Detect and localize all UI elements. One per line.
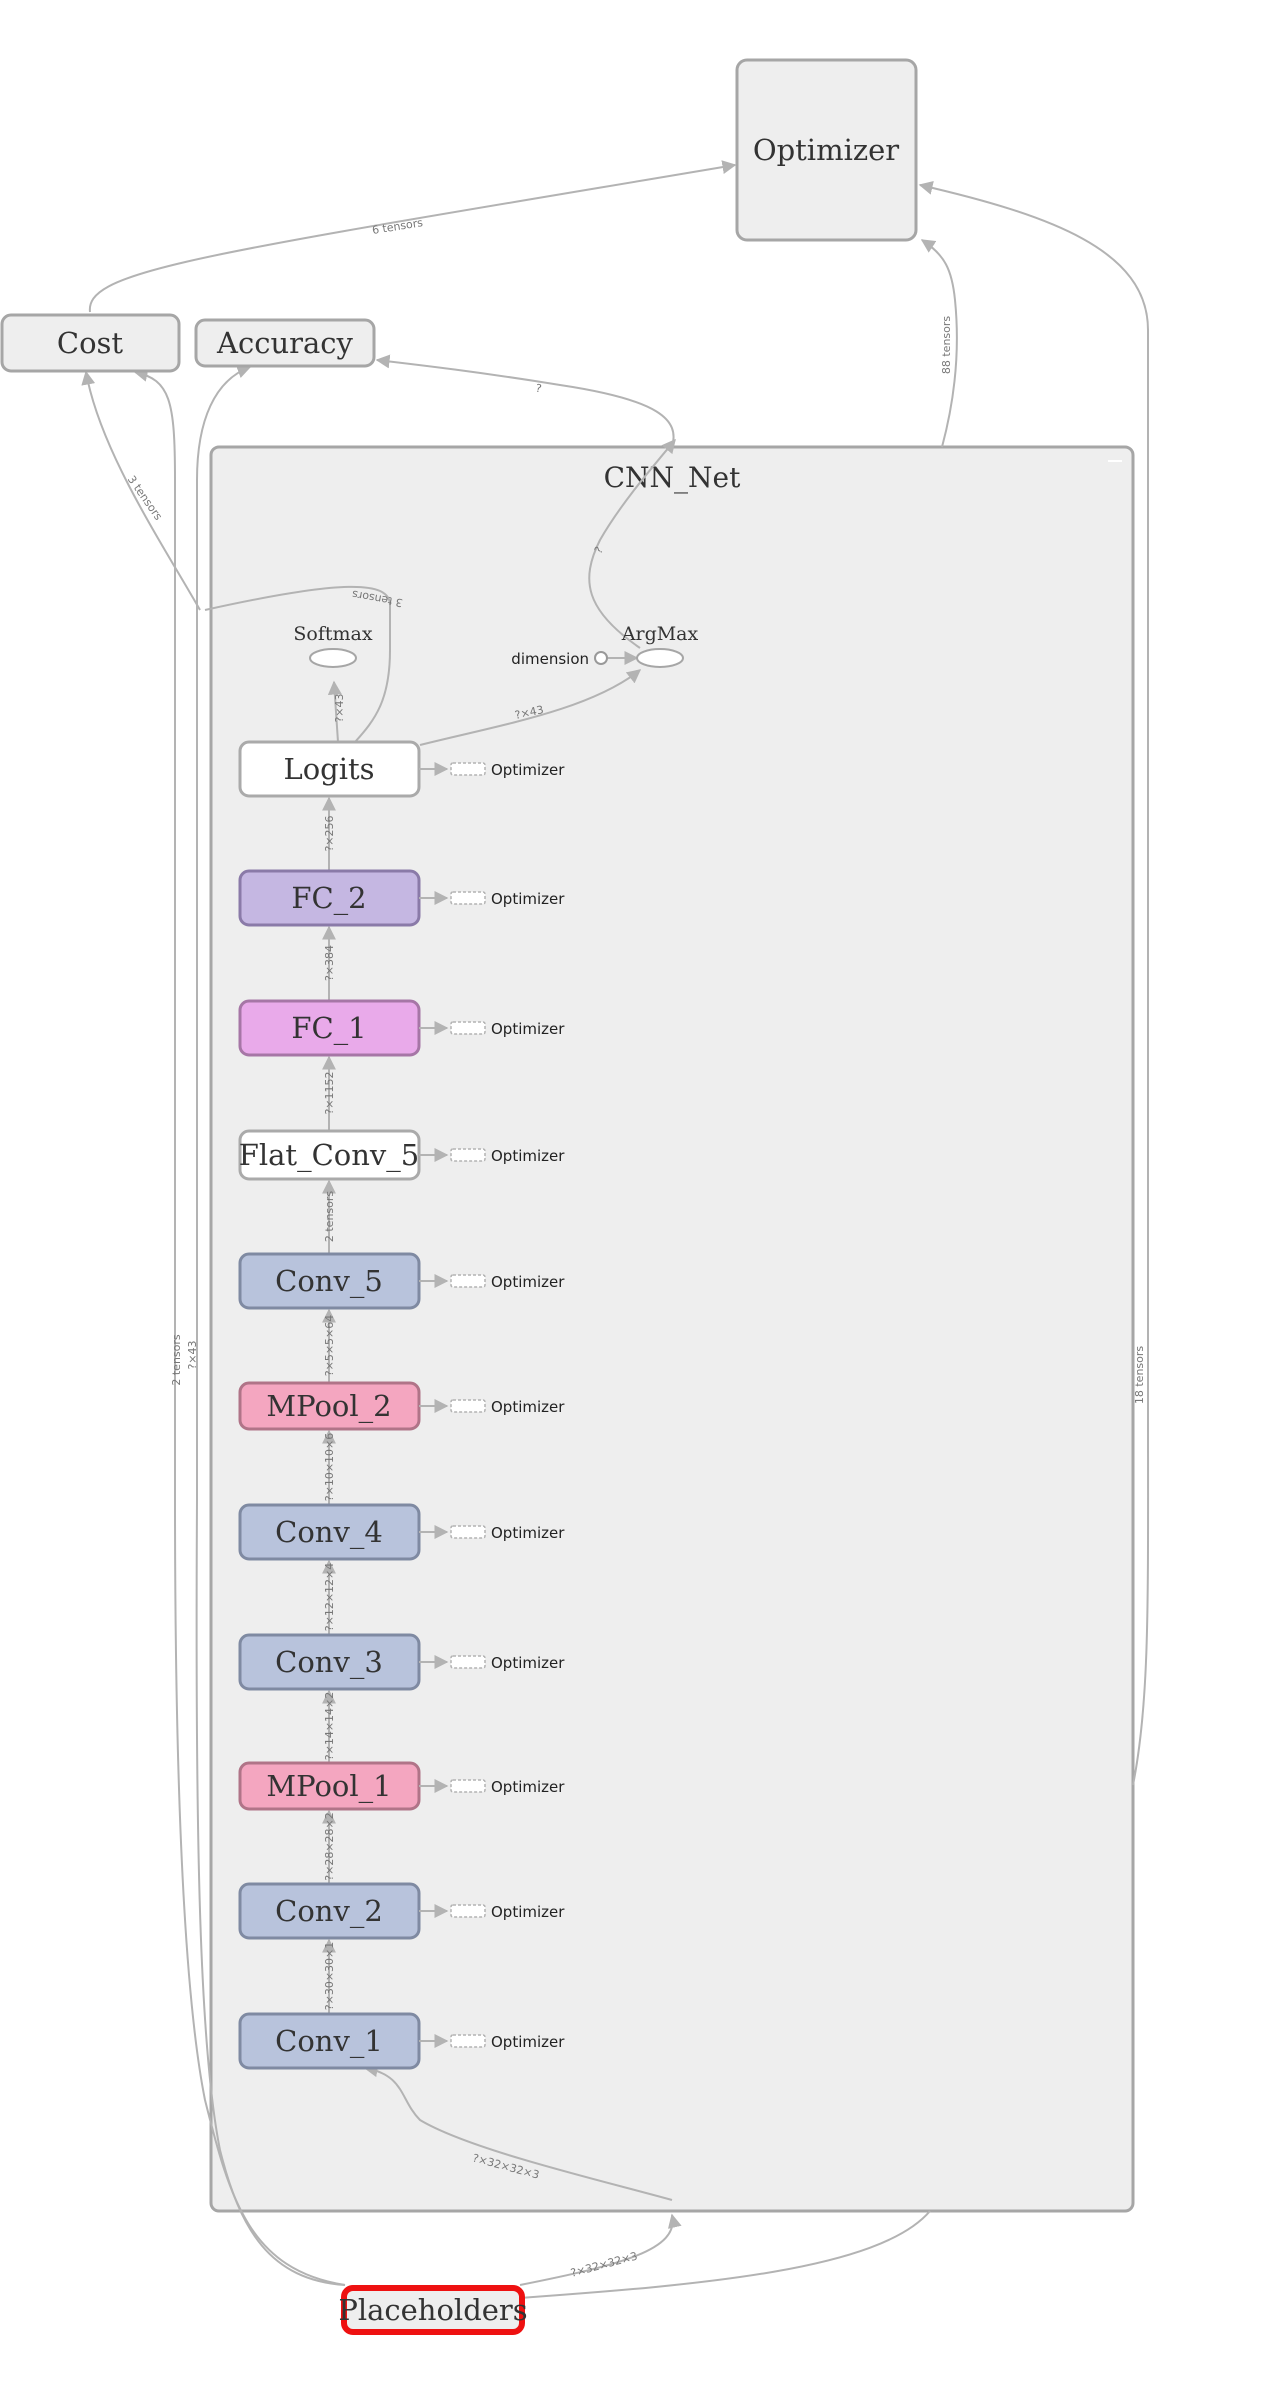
aux-optimizer-icon[interactable]	[450, 1904, 486, 1918]
layer-label: Conv_1	[275, 2024, 383, 2059]
aux-optimizer-icon[interactable]	[450, 2034, 486, 2048]
edge-label-cost-optimizer: 6 tensors	[371, 216, 424, 237]
cnn-net-group[interactable]: CNN_Net	[209, 445, 1135, 2213]
cost-label: Cost	[57, 326, 124, 360]
layer-label: MPool_1	[266, 1769, 391, 1804]
aux-optimizer-icon[interactable]	[450, 1779, 486, 1793]
edge-label-argmax-in: ?	[592, 544, 606, 556]
aux-optimizer-label: Optimizer	[491, 2033, 565, 2051]
aux-optimizer-icon[interactable]	[450, 1525, 486, 1539]
aux-optimizer-icon[interactable]	[450, 891, 486, 905]
layer-edges: ?×256 ?×384 ?×1152 2 tensors ?×5×5×64 ?×10×10…	[322, 796, 336, 2014]
layer-edge-label: ?×5×5×64	[323, 1315, 336, 1376]
layer-edge-label: ?×12×12×4	[323, 1563, 336, 1631]
edge-right-optimizer	[918, 181, 1150, 1786]
edge-label-accuracy: ?	[535, 382, 543, 396]
softmax-node[interactable]: Softmax	[293, 623, 373, 668]
edge-label-right-18: 18 tensors	[1133, 1346, 1146, 1405]
aux-optimizer-label: Optimizer	[491, 1524, 565, 1542]
layer-node-conv-3[interactable]: Conv_3 Optimizer	[238, 1633, 565, 1691]
layer-edge-label: ?×384	[323, 945, 336, 981]
placeholders-node[interactable]: Placeholders	[338, 2285, 528, 2335]
edge-cnn-optimizer	[920, 239, 958, 448]
dimension-node[interactable]: dimension	[511, 650, 608, 668]
layer-edge-label: ?×30×30×1	[323, 1942, 336, 2010]
edge-logits-argmax	[419, 669, 642, 746]
layer-label: FC_1	[291, 1011, 366, 1046]
aux-optimizer-label: Optimizer	[491, 1398, 565, 1416]
aux-optimizer-label: Optimizer	[491, 1903, 565, 1921]
dimension-label: dimension	[511, 650, 589, 668]
layer-node-fc-2[interactable]: FC_2 Optimizer	[238, 869, 565, 927]
layer-edge-label: ?×256	[323, 815, 336, 851]
edge-label-cnn-optimizer: 88 tensors	[940, 316, 953, 375]
edge-placeholders-net	[519, 2213, 682, 2286]
edge-label-left-43: ?×43	[186, 1340, 199, 1369]
aux-optimizer-icon[interactable]	[450, 1655, 486, 1669]
layer-edge-label: ?×14×14×2	[323, 1692, 336, 1760]
layer-edge-label: ?×28×28×2	[323, 1812, 336, 1880]
layer-edge-label: ?×10×10×6	[323, 1433, 336, 1501]
edge-to-cost	[81, 370, 201, 611]
dimension-constant-icon[interactable]	[594, 651, 608, 665]
layer-label: Flat_Conv_5	[239, 1138, 420, 1173]
aux-optimizer-label: Optimizer	[491, 1020, 565, 1038]
aux-optimizer-icon[interactable]	[450, 1148, 486, 1162]
softmax-label: Softmax	[293, 623, 372, 645]
edge-placeholders-right	[519, 2210, 931, 2299]
edge-label-placeholders-net: ?×32×32×3	[569, 2249, 639, 2279]
layer-edge-label: 2 tensors	[323, 1191, 336, 1243]
placeholders-label: Placeholders	[338, 2293, 527, 2327]
optimizer-label: Optimizer	[753, 133, 899, 167]
softmax-ellipse[interactable]	[309, 648, 357, 668]
layer-node-conv-1[interactable]: Conv_1 Optimizer	[238, 2012, 565, 2070]
accuracy-label: Accuracy	[216, 326, 353, 360]
layer-node-conv-4[interactable]: Conv_4 Optimizer	[238, 1503, 565, 1561]
layer-node-conv-2[interactable]: Conv_2 Optimizer	[238, 1882, 565, 1940]
edge-label-logits-softmax: ?×43	[333, 693, 346, 722]
edge-label-logits-argmax: ?×43	[514, 703, 545, 722]
layer-label: Conv_4	[275, 1515, 383, 1550]
aux-optimizer-label: Optimizer	[491, 1654, 565, 1672]
layer-node-logits[interactable]: Logits Optimizer	[238, 740, 565, 798]
argmax-node[interactable]: ArgMax	[621, 623, 699, 668]
cnn-net-title: CNN_Net	[604, 461, 741, 494]
layer-node-mpool-2[interactable]: MPool_2 Optimizer	[238, 1381, 565, 1431]
edge-logits-softmax	[327, 680, 342, 743]
layer-label: MPool_2	[266, 1389, 391, 1424]
cost-node[interactable]: Cost	[0, 313, 181, 373]
layer-label: Conv_5	[275, 1264, 383, 1299]
accuracy-node[interactable]: Accuracy	[194, 318, 376, 368]
aux-optimizer-label: Optimizer	[491, 890, 565, 908]
aux-optimizer-icon[interactable]	[450, 1274, 486, 1288]
edge-label-left-two: 2 tensors	[170, 1334, 183, 1386]
edge-left-43	[195, 364, 346, 2286]
layer-node-conv-5[interactable]: Conv_5 Optimizer	[238, 1252, 565, 1310]
aux-optimizer-icon[interactable]	[450, 762, 486, 776]
edge-cost-optimizer	[88, 160, 737, 313]
edge-input-conv1	[363, 2063, 673, 2201]
layer-node-mpool-1[interactable]: MPool_1 Optimizer	[238, 1761, 565, 1811]
layer-node-flat-conv-5[interactable]: Flat_Conv_5 Optimizer	[238, 1129, 566, 1181]
aux-optimizer-icon[interactable]	[450, 1399, 486, 1413]
layer-label: Logits	[283, 752, 374, 786]
aux-optimizer-label: Optimizer	[491, 1273, 565, 1291]
aux-optimizer-label: Optimizer	[491, 1778, 565, 1796]
aux-optimizer-label: Optimizer	[491, 761, 565, 779]
optimizer-node[interactable]: Optimizer	[735, 58, 918, 242]
argmax-ellipse[interactable]	[636, 648, 684, 668]
argmax-label: ArgMax	[621, 623, 699, 645]
edge-net-accuracy	[375, 354, 675, 448]
layer-label: Conv_3	[275, 1645, 383, 1680]
aux-optimizer-label: Optimizer	[491, 1147, 565, 1165]
edge-logits-out	[204, 585, 391, 743]
layer-label: Conv_2	[275, 1894, 383, 1929]
aux-optimizer-icon[interactable]	[450, 1021, 486, 1035]
layer-edge-label: ?×1152	[323, 1071, 336, 1114]
layer-node-fc-1[interactable]: FC_1 Optimizer	[238, 999, 565, 1057]
layer-label: FC_2	[291, 881, 366, 916]
edge-argmax-out	[588, 438, 676, 649]
